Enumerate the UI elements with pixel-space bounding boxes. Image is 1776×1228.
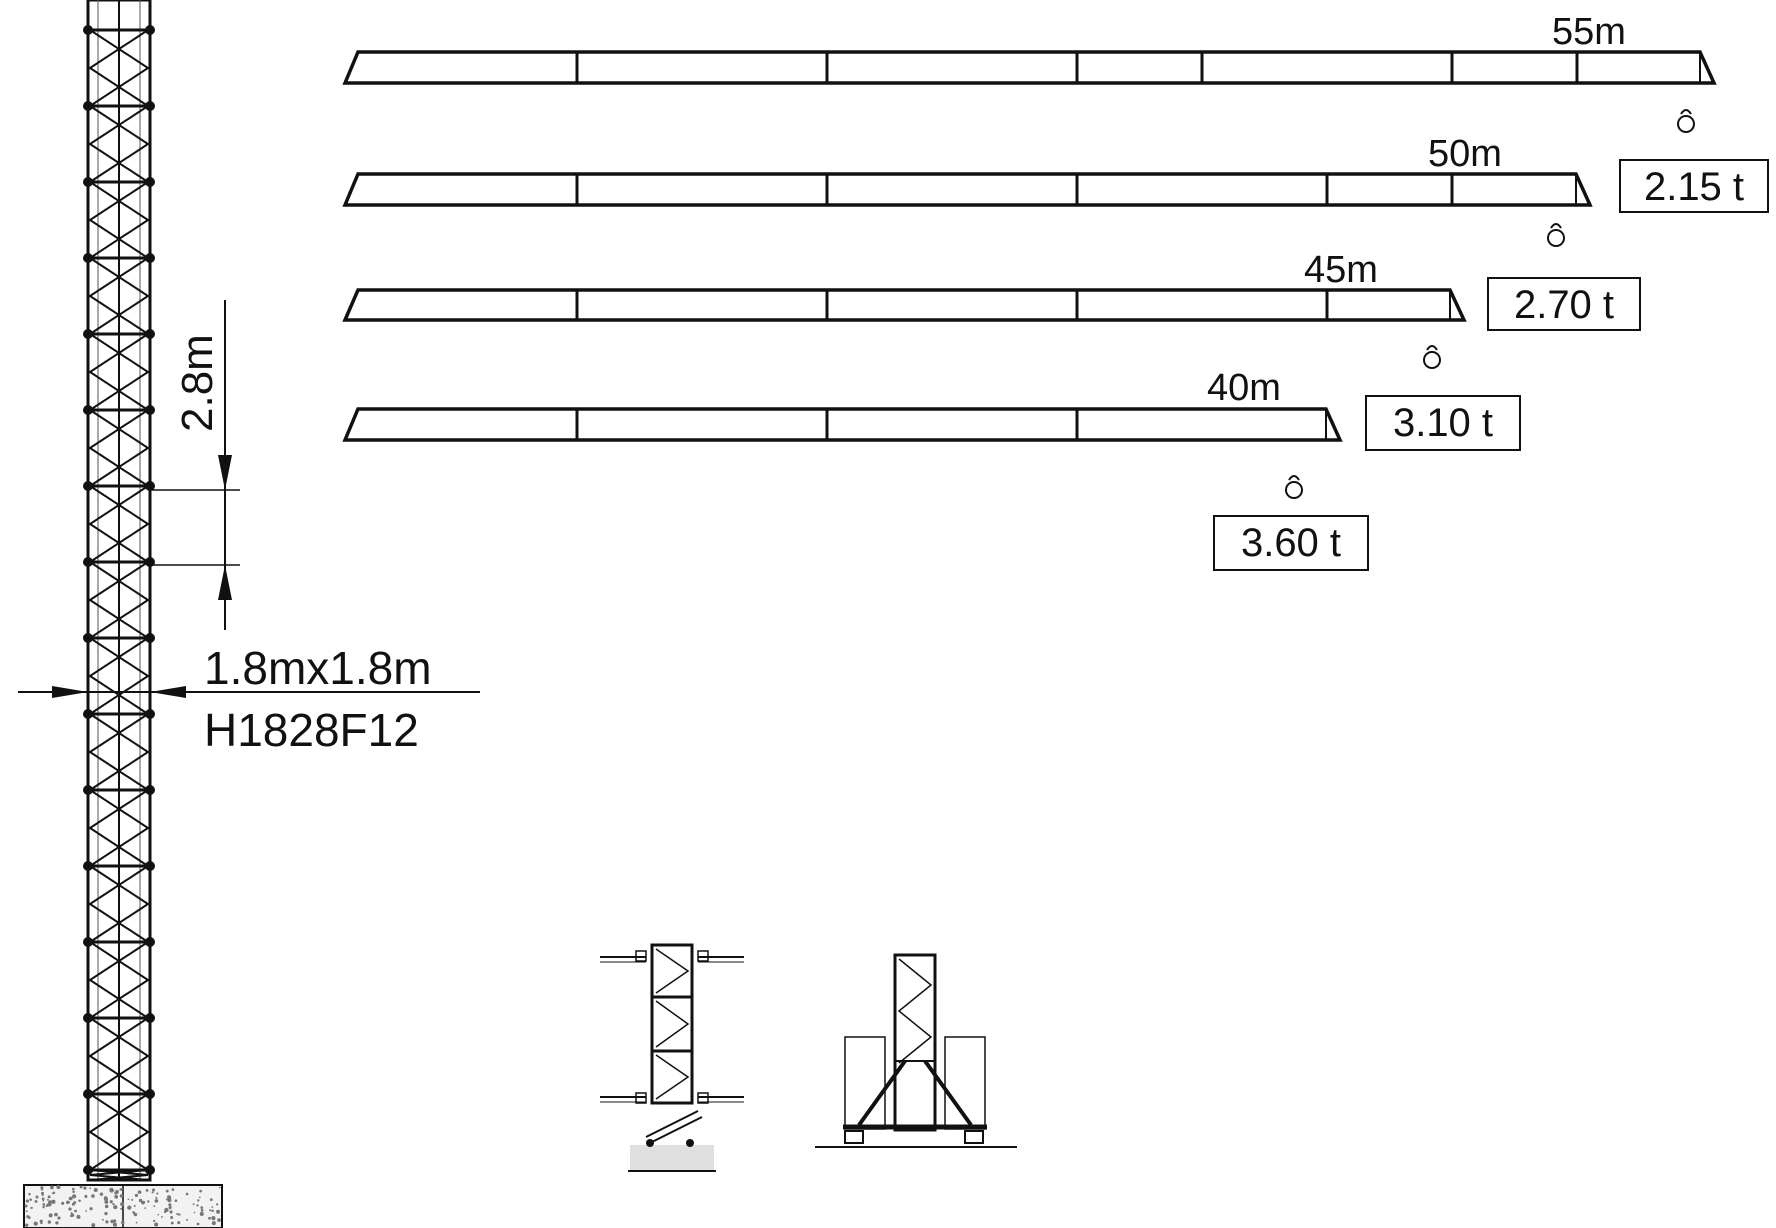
floor-anchor-detail (600, 943, 744, 1172)
jib-50m: 50m 2.15 t (342, 133, 1769, 247)
jib-45m-length-label: 45m (1304, 249, 1378, 291)
jib-50m-length-label: 50m (1428, 133, 1502, 175)
jib-55m: 55m (342, 11, 1717, 133)
jib-40m: 40m 3.10 t (342, 367, 1521, 499)
section-size-label: 1.8mx1.8m (204, 642, 432, 694)
jib-40m-load-box: 3.60 t (1213, 515, 1369, 571)
tower-mast (83, 0, 155, 1182)
jib-55m-tip-load-label: 2.15 t (1644, 165, 1744, 209)
mast-model-label: H1828F12 (204, 704, 419, 756)
mast-bracing (83, 25, 155, 1181)
jib-55m-length-label: 55m (1552, 11, 1626, 53)
hook-icon (1677, 109, 1695, 133)
mobile-base-detail (815, 953, 1017, 1148)
jib-50m-tip-load-label: 2.70 t (1514, 283, 1614, 327)
jib-40m-tip-load-label: 3.60 t (1241, 521, 1341, 565)
hook-icon (1547, 223, 1565, 247)
foundation (23, 1184, 223, 1228)
jib-45m: 45m 2.70 t (342, 249, 1641, 369)
section-height-label: 2.8m (173, 334, 222, 432)
section-height-dimension: 2.8m (150, 300, 240, 630)
jib-45m-tip-load-label: 3.10 t (1393, 401, 1493, 445)
hook-icon (1423, 345, 1441, 369)
jib-length-configurations: 55m 50m 2.15 t (342, 11, 1769, 571)
hook-icon (1285, 475, 1303, 499)
foundation-hatch (24, 1185, 221, 1228)
jib-40m-length-label: 40m (1207, 367, 1281, 409)
section-size-dimension: 1.8mx1.8m H1828F12 (18, 642, 480, 756)
